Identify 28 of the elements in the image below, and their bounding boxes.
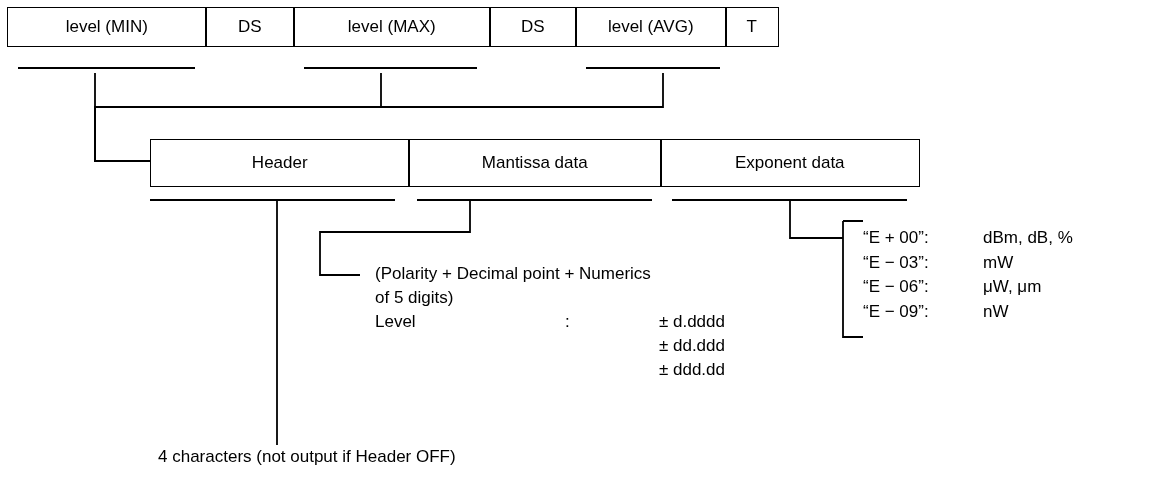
unit-text: μW, μm — [983, 276, 1042, 298]
format-text: ± ddd.dd — [658, 359, 725, 381]
note-text: 4 characters (not output if Header OFF) — [158, 446, 456, 468]
exponent-code: “E − 06”: — [863, 276, 929, 298]
connector-line — [94, 72, 664, 162]
format-text: ± d.dddd — [658, 311, 725, 333]
unit-text: dBm, dB, % — [983, 227, 1073, 249]
description-text: (Polarity + Decimal point + Numerics of 5 digits) — [375, 263, 652, 309]
exponent-code: “E + 00”: — [863, 227, 929, 249]
exponent-code: “E − 03”: — [863, 251, 929, 274]
unit-text: mW — [983, 251, 1014, 274]
format-text: ± dd.ddd — [658, 335, 725, 357]
field-cell: level (MAX) — [293, 7, 491, 47]
field-cell: level (AVG) — [575, 7, 727, 47]
connector-line — [789, 200, 844, 239]
level-label: Level — [375, 311, 416, 333]
separator-colon: : — [565, 311, 570, 333]
field-cell: T — [725, 7, 779, 47]
field-cell: Mantissa data — [408, 139, 662, 187]
field-cell: DS — [205, 7, 295, 47]
unit-text: nW — [983, 300, 1009, 323]
exponent-code: “E − 09”: — [863, 300, 929, 323]
field-cell: Header — [150, 139, 410, 187]
field-cell: DS — [489, 7, 577, 47]
field-cell: level (MIN) — [7, 7, 207, 47]
connector-line — [276, 200, 278, 446]
field-cell: Exponent data — [660, 139, 920, 187]
connector-line — [319, 200, 471, 276]
